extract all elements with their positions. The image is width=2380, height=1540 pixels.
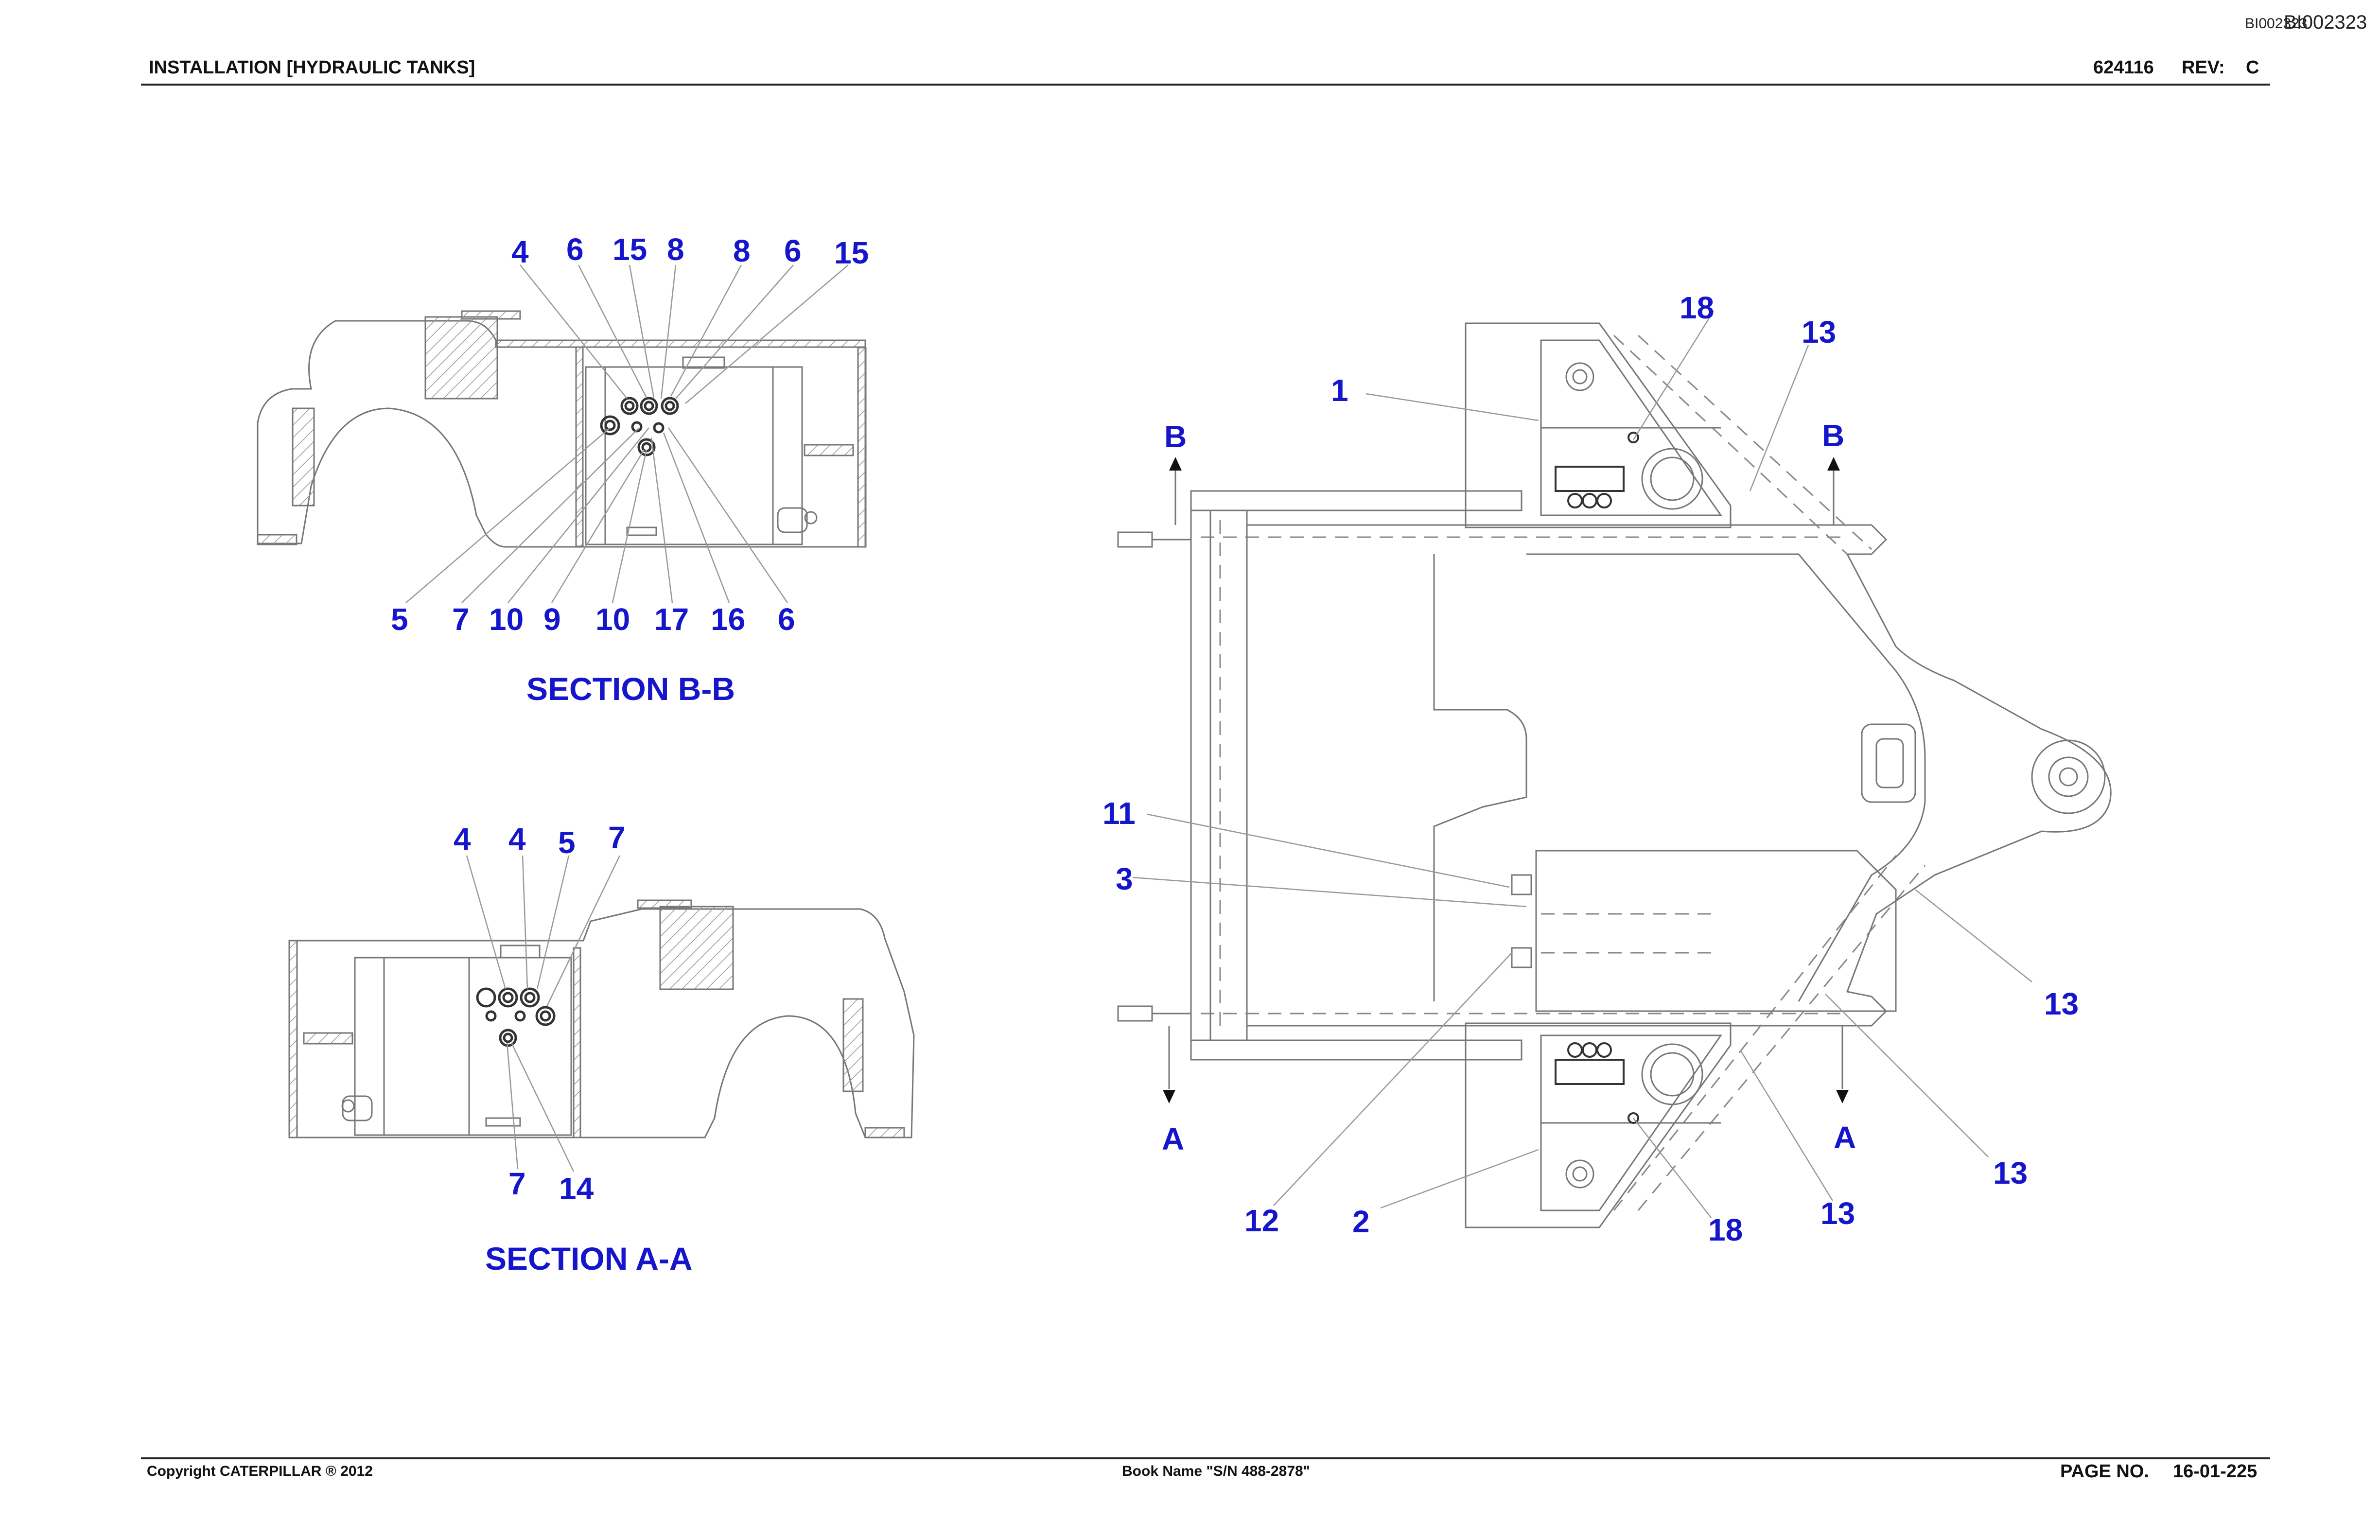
copyright-notice: Copyright CATERPILLAR ® 2012 bbox=[147, 1463, 373, 1479]
image-id-overlap: BI002323 bbox=[2284, 12, 2367, 33]
section-aa-view: 4 4 5 7 7 14 SECTION A-A bbox=[288, 820, 915, 1277]
callout-bb-bottom: 9 bbox=[543, 602, 561, 637]
callout-bb-bottom: 17 bbox=[654, 602, 689, 637]
header-rule bbox=[141, 84, 2270, 86]
page-number-value: 16-01-225 bbox=[2173, 1461, 2258, 1482]
callout-bb-bottom: 6 bbox=[778, 602, 795, 637]
callout-bb-bottom: 7 bbox=[452, 602, 470, 637]
section-bb-title: SECTION B-B bbox=[526, 671, 735, 707]
callout-bb-bottom: 10 bbox=[595, 602, 630, 637]
section-aa-title: SECTION A-A bbox=[485, 1241, 693, 1277]
callout-plan: A bbox=[1834, 1120, 1856, 1155]
callout-bb-top: 8 bbox=[733, 233, 751, 268]
callout-aa-top: 5 bbox=[558, 825, 576, 860]
doc-number: 624116 bbox=[2093, 57, 2154, 78]
callout-bb-top: 6 bbox=[784, 233, 802, 268]
callout-bb-bottom: 5 bbox=[391, 602, 408, 637]
callout-plan: 11 bbox=[1102, 796, 1136, 831]
image-id: BI002323 bbox=[2245, 16, 2308, 32]
callout-bb-bottom: 10 bbox=[489, 602, 524, 637]
callout-plan: 18 bbox=[1680, 290, 1714, 325]
callout-bb-bottom: 16 bbox=[711, 602, 745, 637]
footer-rule bbox=[141, 1457, 2270, 1459]
callout-plan: 13 bbox=[1993, 1155, 2028, 1190]
callout-bb-top: 6 bbox=[566, 232, 584, 267]
page-title: INSTALLATION [HYDRAULIC TANKS] bbox=[149, 57, 475, 78]
callout-plan: 2 bbox=[1352, 1204, 1370, 1239]
callout-bb-top: 4 bbox=[511, 234, 529, 269]
callout-plan: B bbox=[1164, 419, 1187, 454]
callout-aa-top: 7 bbox=[608, 820, 626, 855]
callout-plan: 18 bbox=[1708, 1212, 1743, 1247]
plan-view: 18 13 1 B B 11 3 13 A A 13 12 2 18 13 bbox=[1102, 290, 2112, 1247]
callout-plan: B bbox=[1822, 418, 1844, 453]
callout-plan: 13 bbox=[2044, 986, 2079, 1021]
callout-plan: 12 bbox=[1244, 1203, 1279, 1238]
callout-plan: 1 bbox=[1331, 373, 1348, 408]
callout-bb-top: 8 bbox=[667, 232, 684, 267]
callout-aa-top: 4 bbox=[508, 822, 526, 857]
callout-plan: 3 bbox=[1116, 861, 1133, 896]
book-name: Book Name "S/N 488-2878" bbox=[1122, 1463, 1310, 1479]
callout-aa-bottom: 14 bbox=[559, 1171, 594, 1206]
rev-value: C bbox=[2246, 57, 2259, 78]
callout-aa-bottom: 7 bbox=[508, 1166, 526, 1201]
section-bb-view: 4 6 15 8 8 6 15 5 7 10 9 10 17 16 6 SECT… bbox=[257, 232, 869, 707]
callout-plan: 13 bbox=[1802, 315, 1836, 350]
rev-label: REV: bbox=[2182, 57, 2225, 78]
callout-plan: 13 bbox=[1820, 1196, 1855, 1231]
callout-bb-top: 15 bbox=[834, 235, 869, 270]
callout-aa-top: 4 bbox=[454, 822, 471, 857]
callout-bb-top: 15 bbox=[612, 232, 647, 267]
page-number-label: PAGE NO. bbox=[2060, 1461, 2149, 1482]
callout-plan: A bbox=[1162, 1121, 1184, 1156]
